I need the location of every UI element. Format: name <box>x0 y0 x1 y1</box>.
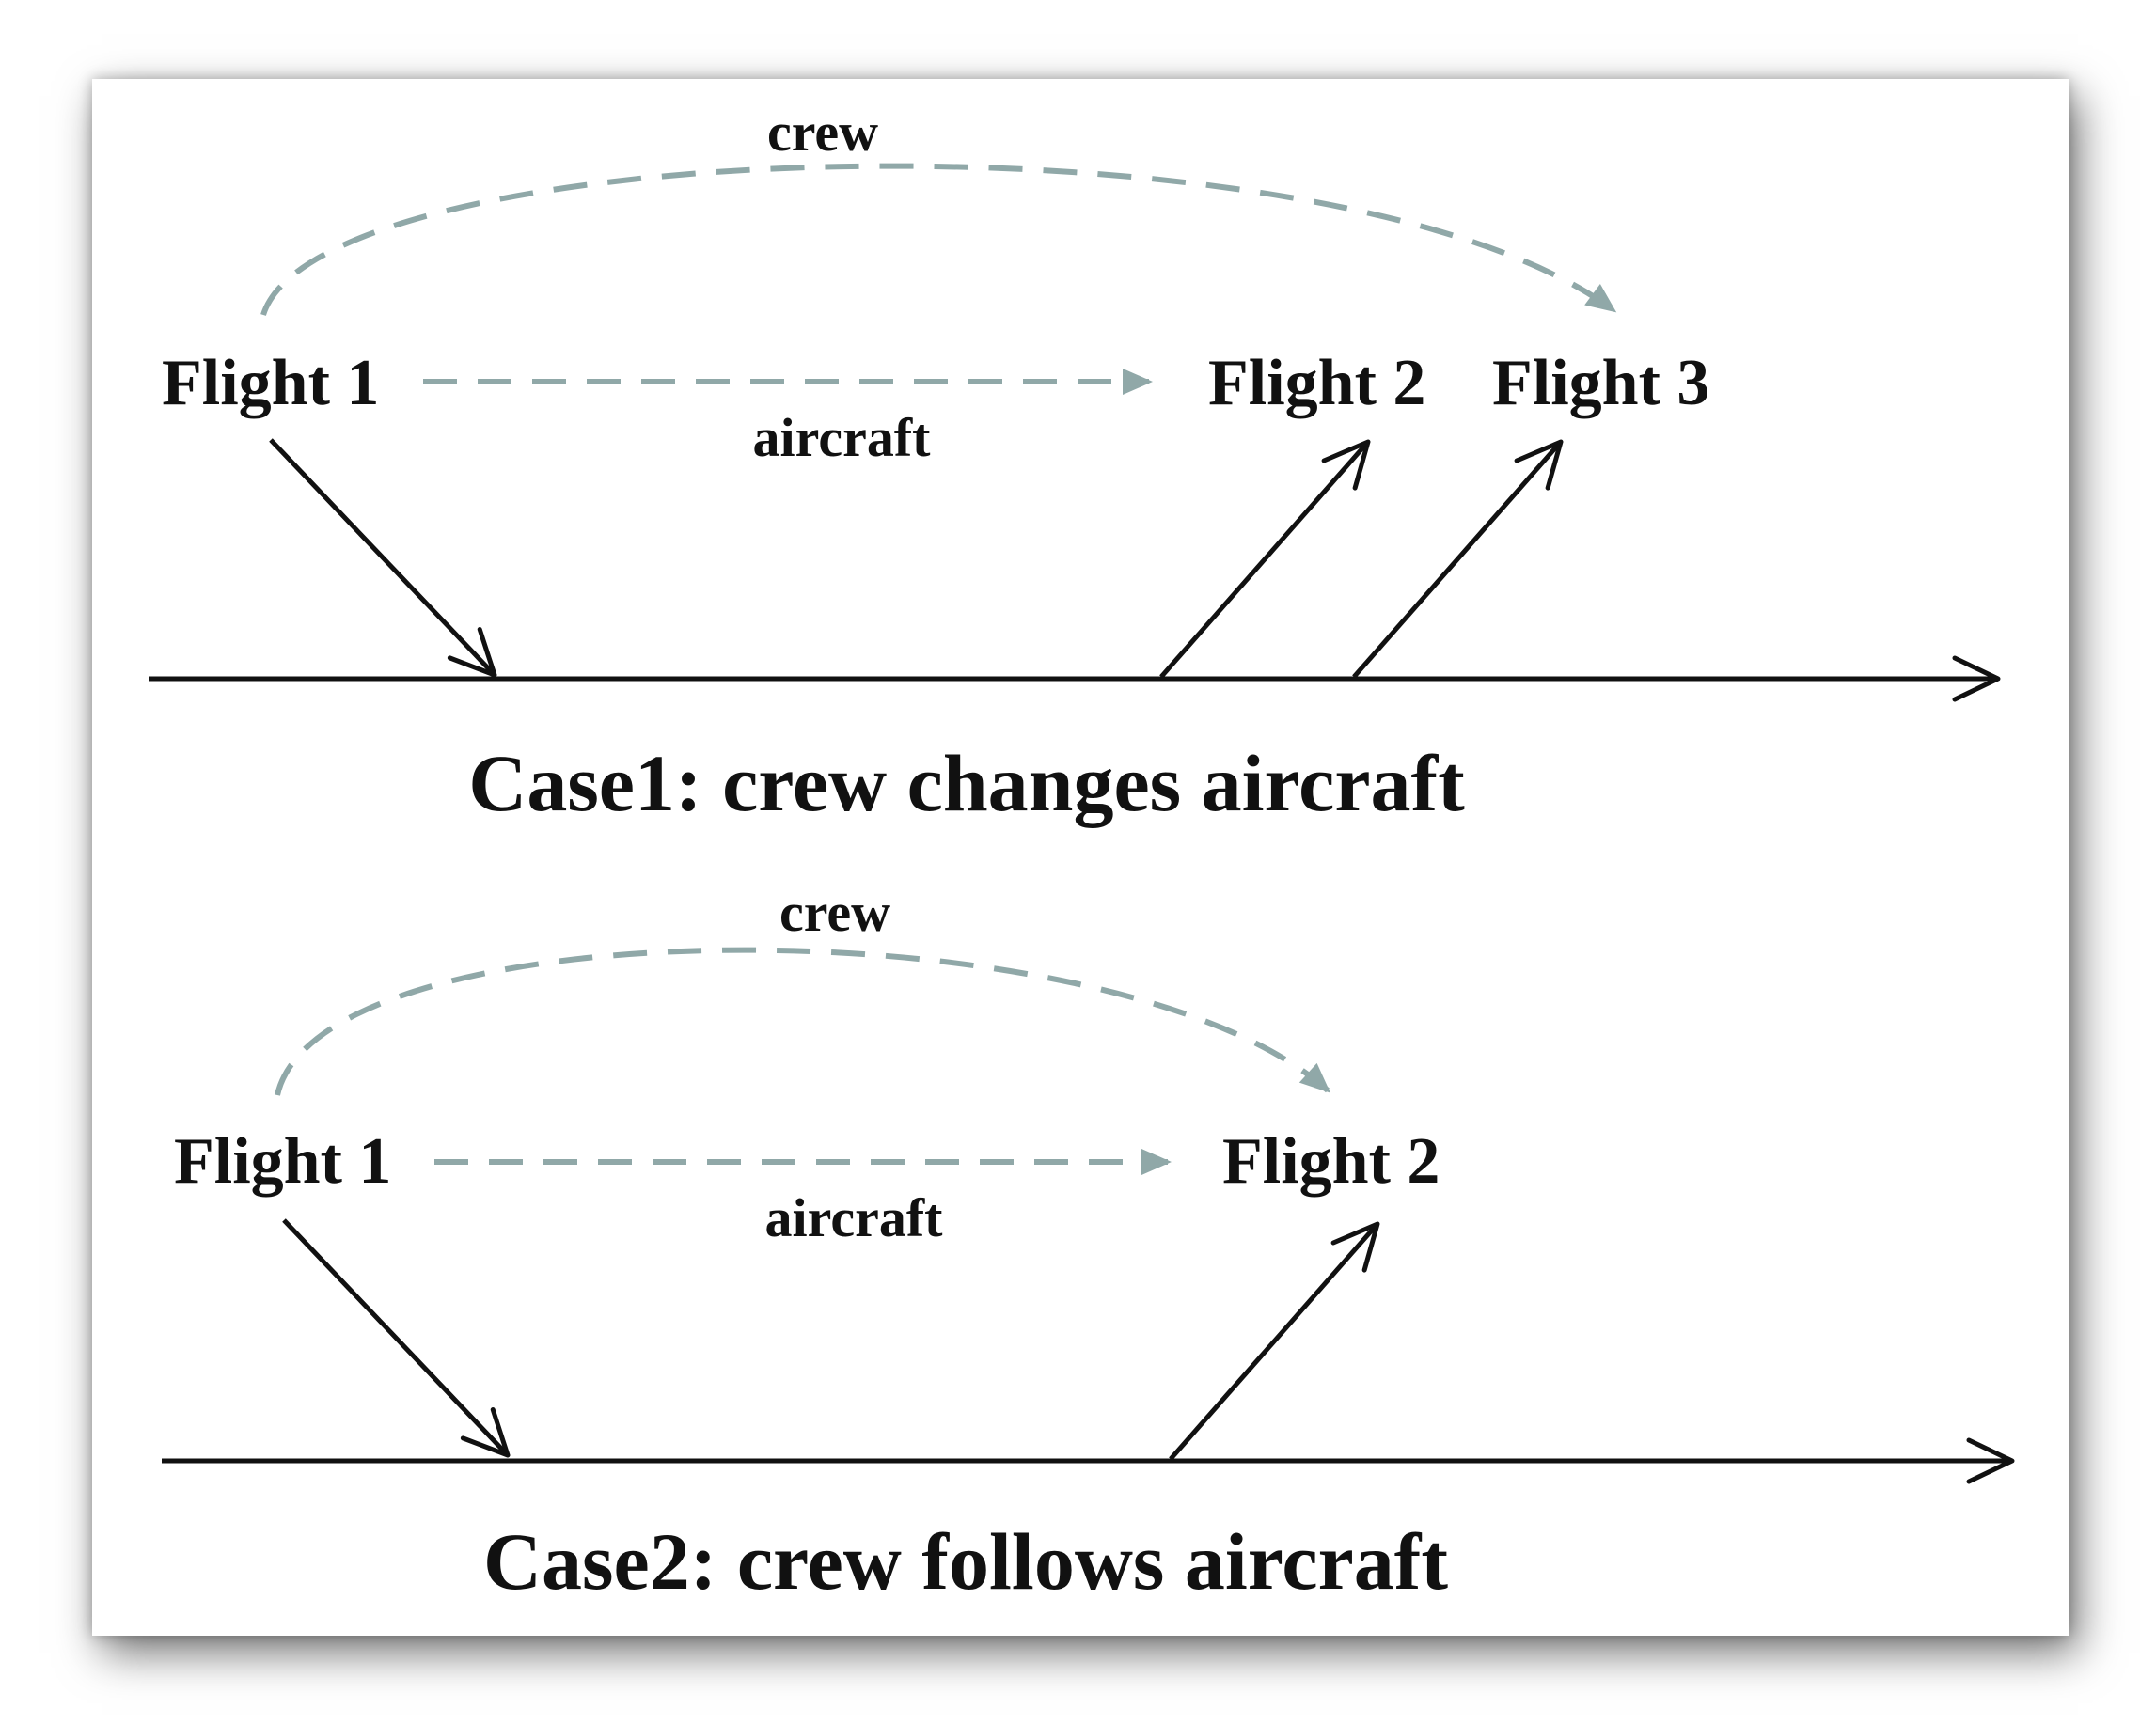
case1-caption: Case1: crew changes aircraft <box>468 738 1465 828</box>
case2-caption: Case2: crew follows aircraft <box>483 1516 1448 1607</box>
case1-aircraft-link-label: aircraft <box>753 407 932 468</box>
case1-flight1-label: Flight 1 <box>162 347 379 419</box>
case1-crew-link-label: crew <box>767 102 878 163</box>
case2-aircraft-link-label: aircraft <box>765 1187 944 1248</box>
case1-flight2-label: Flight 2 <box>1208 347 1425 419</box>
case1-flight3-departure-arrow <box>1352 439 1564 679</box>
case2-crew-link-label: crew <box>779 882 890 943</box>
case2-crew-link-arrow <box>275 947 1330 1096</box>
case1-flight2-departure-arrow <box>1159 439 1371 679</box>
case2-flight1-landing-arrow <box>282 1218 511 1458</box>
case1-crew-link-arrow <box>260 163 1617 316</box>
figure-card <box>92 79 2069 1636</box>
case1-panel: crew aircraft Flight 1 Flight 2 Flight 3… <box>149 102 2001 828</box>
case2-flight2-departure-arrow <box>1169 1221 1380 1461</box>
case1-flight1-landing-arrow <box>269 438 497 678</box>
case2-flight2-label: Flight 2 <box>1222 1125 1440 1198</box>
case1-flight3-label: Flight 3 <box>1492 347 1709 419</box>
case2-flight1-label: Flight 1 <box>174 1125 391 1198</box>
case2-panel: crew aircraft Flight 1 Flight 2 Case2: c… <box>162 882 2015 1607</box>
